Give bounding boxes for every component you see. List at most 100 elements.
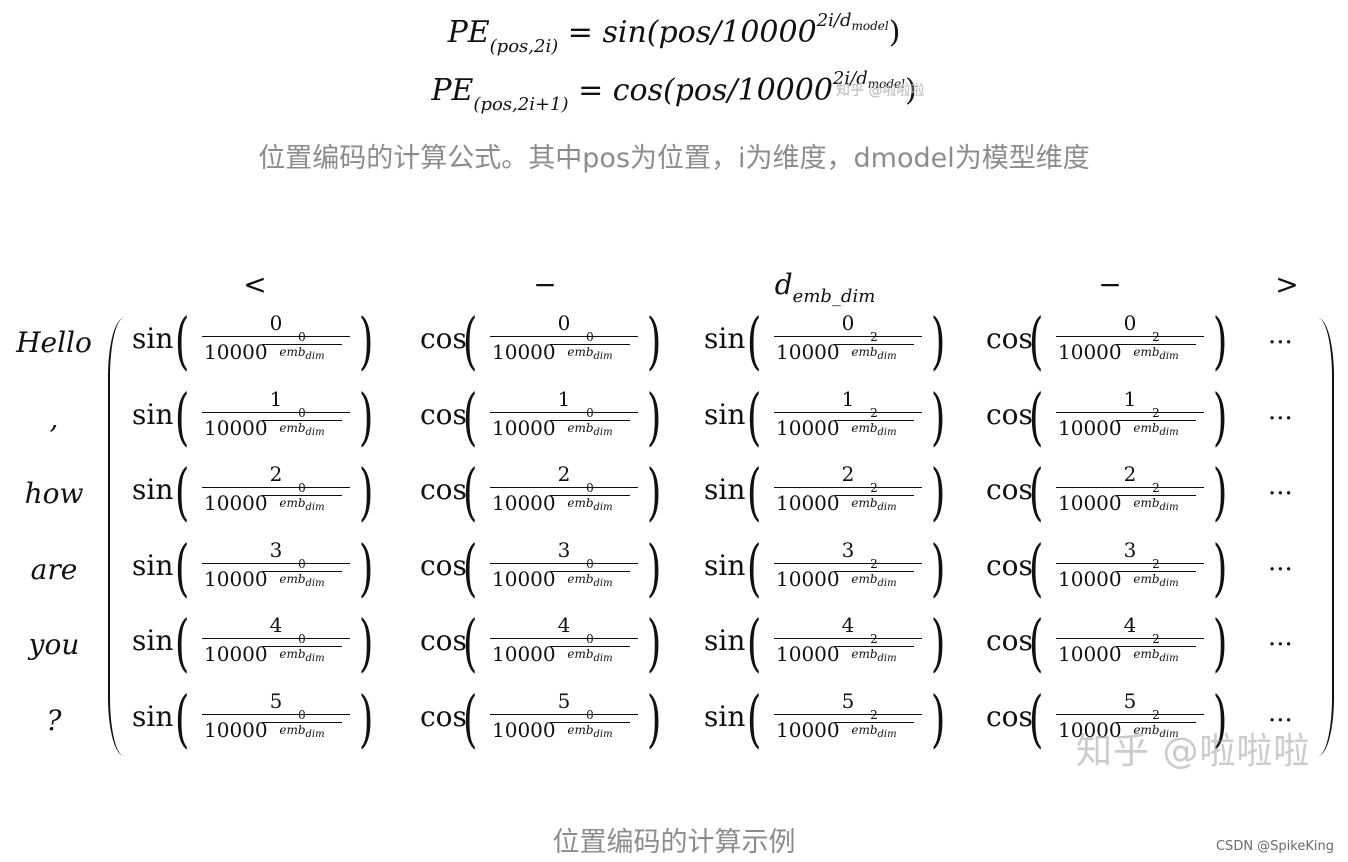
cell-numerator: 1 [269, 386, 283, 411]
watermark-small: 知乎 @啦啦啦 [836, 83, 925, 99]
cell-exponent-dim: dim [593, 426, 613, 438]
cell-function: sin [132, 397, 174, 431]
cell-left-paren: ( [1028, 530, 1044, 604]
cell-right-paren: ) [1212, 606, 1228, 679]
formula-2-close: ) [904, 73, 917, 108]
cell-numerator: 4 [557, 613, 571, 637]
cell-right-paren: ) [646, 681, 662, 755]
cell-exponent-dim: dim [877, 653, 897, 665]
cell-fraction-bar [774, 638, 922, 640]
cell-numerator: 3 [557, 537, 571, 562]
cell-fraction-bar [774, 562, 922, 564]
cell-left-paren: ( [174, 379, 190, 453]
cell-numerator: 3 [1123, 537, 1137, 562]
cell-function: sin [132, 322, 174, 355]
cell-left-paren: ( [174, 530, 190, 604]
formula-1-rhs: = sin(pos/10000 [567, 15, 817, 50]
cell-exponent-num: 0 [586, 330, 594, 345]
cell-exponent-den: embdim [834, 346, 914, 363]
cell-exponent-num: 2 [1152, 556, 1160, 571]
cell-base: 10000 [492, 340, 556, 365]
cell-left-paren: ( [462, 379, 478, 453]
cell-exponent-num: 2 [870, 632, 878, 647]
cell-fraction-bar [490, 336, 638, 338]
cell-exponent-emb: emb [1133, 345, 1160, 360]
cell-exponent-num: 0 [586, 632, 594, 647]
cell-exponent-den: embdim [1116, 422, 1196, 439]
cell-base: 10000 [204, 566, 268, 591]
cell-fraction-bar [202, 713, 350, 715]
cell-exponent-dim: dim [593, 577, 613, 589]
cell-left-paren: ( [746, 530, 762, 604]
cell-exponent-den: embdim [550, 648, 630, 665]
cell-function: sin [132, 699, 174, 733]
cell-left-paren: ( [1028, 681, 1044, 755]
cell-right-paren: ) [930, 455, 946, 528]
cell-function: sin [132, 624, 174, 657]
cell-right-paren: ) [1212, 530, 1228, 604]
cell-numerator: 5 [557, 688, 571, 713]
cell-right-paren: ) [930, 304, 946, 377]
cell-exponent-emb: emb [279, 571, 306, 586]
cell-exponent-den: embdim [834, 422, 914, 439]
cell-numerator: 4 [269, 613, 283, 637]
cell-exponent-num: 0 [586, 707, 594, 722]
matrix-header-lt: < [243, 268, 267, 301]
cell-left-paren: ( [462, 681, 478, 755]
formula-1-lhs: PE [447, 15, 490, 50]
cell-function: sin [132, 473, 174, 506]
cell-fraction-bar [202, 638, 350, 640]
cell-numerator: 5 [1123, 688, 1137, 713]
cell-left-paren: ( [174, 455, 190, 528]
cell-numerator: 4 [841, 613, 855, 637]
cell-left-paren: ( [1028, 455, 1044, 528]
cell-fraction-bar [774, 411, 922, 413]
cell-base: 10000 [204, 491, 268, 516]
formula-line-1: PE(pos,2i) = sin(pos/100002i/dmodel) [0, 4, 1348, 64]
row-label: you [28, 628, 80, 661]
formula-2-exp-sub: model [867, 77, 905, 91]
cell-exponent-bar [550, 344, 630, 346]
cell-right-paren: ) [1212, 681, 1228, 755]
cell-exponent-bar [262, 344, 342, 346]
cell-left-paren: ( [746, 681, 762, 755]
cell-exponent-den: embdim [1116, 346, 1196, 363]
cell-right-paren: ) [646, 379, 662, 453]
cell-exponent-dim: dim [593, 653, 613, 665]
cell-numerator: 2 [841, 462, 855, 486]
cell-exponent-num: 0 [298, 556, 306, 571]
cell-exponent-bar [834, 344, 914, 346]
cell-exponent-bar [262, 495, 342, 497]
cell-base: 10000 [204, 642, 268, 667]
cell-exponent-den: embdim [550, 573, 630, 590]
